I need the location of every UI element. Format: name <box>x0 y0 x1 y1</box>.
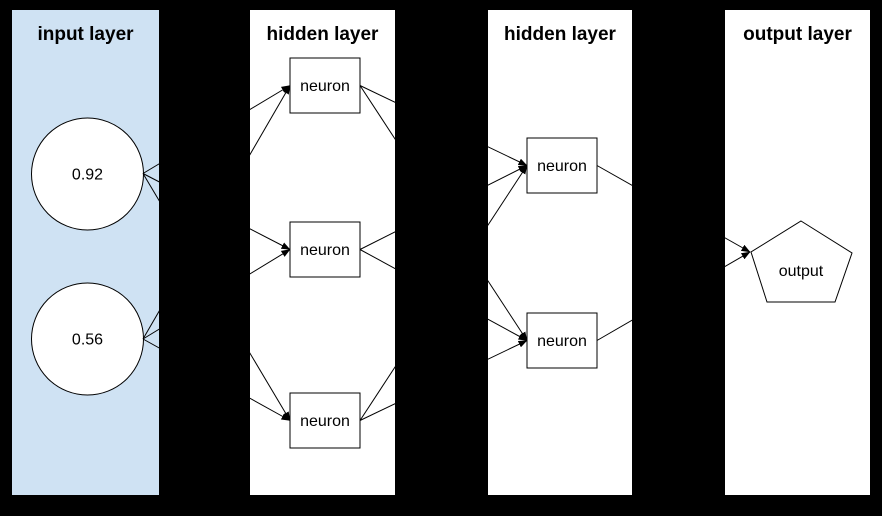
edge-hidden-2-1-output-0 <box>596 251 751 341</box>
edge-input-1-hidden-1-0 <box>142 85 291 340</box>
hidden-2-node-0-label: neuron <box>537 158 587 175</box>
edge-hidden-1-0-hidden-2-1 <box>359 85 528 341</box>
edge-input-1-hidden-1-2 <box>142 338 291 421</box>
output-layer-title: output layer <box>743 24 852 45</box>
edge-input-0-hidden-1-0 <box>142 85 291 174</box>
input-node-0-label: 0.92 <box>72 167 103 184</box>
input-layer-title: input layer <box>37 24 134 45</box>
edge-hidden-1-1-hidden-2-0 <box>359 165 528 250</box>
hidden-layer-1-title: hidden layer <box>267 24 380 45</box>
edge-hidden-1-2-hidden-2-1 <box>359 340 528 421</box>
hidden-2-node-0 <box>526 137 598 194</box>
output-node-0 <box>750 220 853 303</box>
hidden-1-node-0-label: neuron <box>300 78 350 95</box>
hidden-1-node-2-label: neuron <box>300 413 350 430</box>
edge-input-1-hidden-1-1 <box>142 249 291 340</box>
hidden-layer-2-panel <box>488 10 632 495</box>
hidden-1-node-2 <box>289 392 361 449</box>
edge-input-0-hidden-1-2 <box>142 173 291 421</box>
hidden-2-node-1 <box>526 312 598 369</box>
edge-hidden-2-0-output-0 <box>596 165 751 253</box>
edge-hidden-1-0-hidden-2-0 <box>359 85 528 166</box>
hidden-2-node-1-label: neuron <box>537 333 587 350</box>
output-node-0-label: output <box>779 263 824 280</box>
hidden-layer-2-title: hidden layer <box>504 24 617 45</box>
edge-hidden-1-2-hidden-2-0 <box>359 165 528 421</box>
input-node-1-label: 0.56 <box>72 332 103 349</box>
hidden-1-node-1-label: neuron <box>300 242 350 259</box>
input-layer-panel <box>12 10 159 495</box>
edges <box>142 85 751 421</box>
edge-hidden-1-1-hidden-2-1 <box>359 249 528 341</box>
